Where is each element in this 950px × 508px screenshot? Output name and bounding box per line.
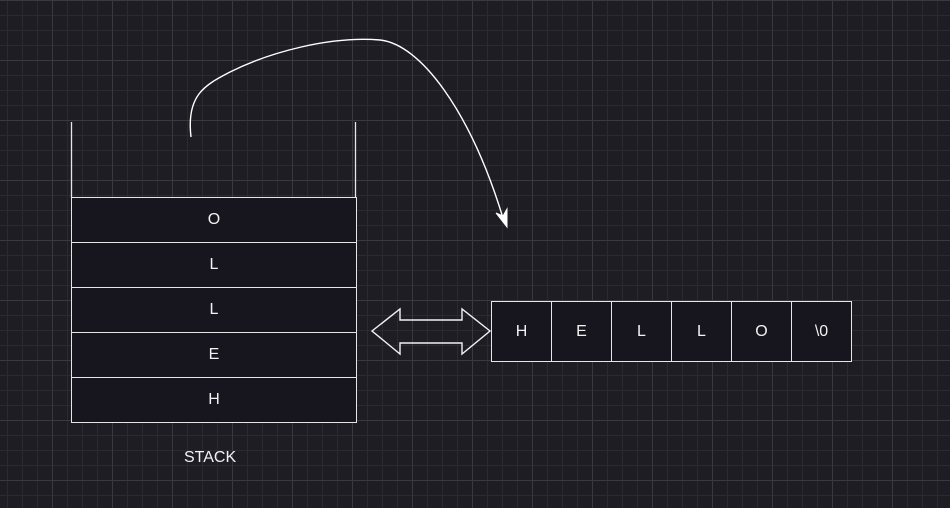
array-cell: E: [551, 301, 612, 362]
stack-cell: O: [71, 197, 357, 243]
curved-arrow: [189, 38, 504, 219]
curved-arrow-head: [495, 207, 508, 229]
stack-cell: L: [71, 242, 357, 288]
stack-cell: H: [71, 377, 357, 423]
array-cell: H: [491, 301, 552, 362]
double-arrow: [370, 307, 492, 356]
stack-cell: E: [71, 332, 357, 378]
array-cell: O: [731, 301, 792, 362]
array-cell: L: [671, 301, 732, 362]
stack-label: STACK: [184, 449, 237, 466]
array-cell: L: [611, 301, 672, 362]
stack-cell: L: [71, 287, 357, 333]
array-cell: \0: [791, 301, 852, 362]
